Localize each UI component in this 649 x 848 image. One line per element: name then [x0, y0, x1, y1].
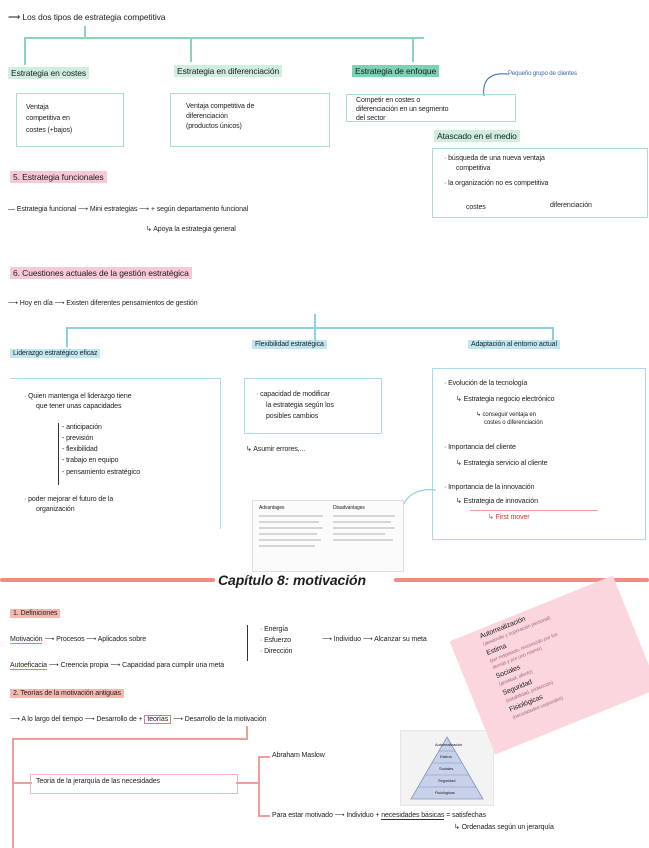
return-arrow-icon: ↳ [488, 514, 496, 521]
lid-item1: anticipación [66, 424, 102, 431]
estrategia-diferenciacion-label: Estrategia en diferenciación [174, 65, 282, 77]
s5-depto: según departamento funcional [157, 206, 248, 213]
adaptacion-label: Adaptación al entorno actual [468, 340, 560, 349]
lid-intro2: que tener unas capacidades [36, 403, 121, 412]
def-esfuerzo: Esfuerzo [264, 637, 291, 644]
return-arrow-icon: ↳ [454, 824, 462, 831]
connector-arrow-icon [400, 486, 440, 506]
section6-title: 6. Cuestiones actuales de la gestión est… [10, 267, 192, 279]
s6-existen: Existen diferentes pensamientos de gesti… [66, 300, 197, 307]
flex-line3: posibles cambios [266, 413, 318, 422]
lid-item5: pensamiento estratégico [66, 469, 140, 476]
pyr-3: Sociales [439, 766, 453, 771]
enf-line2: diferenciación en un segmento [356, 106, 448, 115]
estrategia-costes-label: Estrategia en costes [8, 67, 89, 79]
dif-line3: (productos únicos) [186, 123, 242, 132]
s2-alolargo: A lo largo del tiempo [21, 716, 82, 723]
enf-line3: del sector [356, 115, 385, 124]
adaptacion-box [432, 368, 646, 540]
pequeno-grupo-note: Pequeño grupo de clientes [508, 71, 577, 78]
section2-title: 2. Teorías de la motivación antiguas [10, 689, 124, 698]
lid-item3: flexibilidad [66, 446, 98, 453]
s5-mini: Mini estrategias [90, 206, 137, 213]
adapt-client: Importancia del cliente [448, 444, 516, 451]
s2-satisfechas: satisfechas [452, 812, 486, 819]
s2-individuo: Individuo [346, 812, 373, 819]
def-energia: Energía [264, 626, 288, 633]
pink-sticky-note: Autorrealización (desarrollo y superació… [450, 575, 649, 754]
atascado-label: Atascado en el medio [434, 130, 520, 142]
adapt-client-sub: Estrategia servicio al cliente [464, 460, 548, 467]
defs-title: 1. Definiciones [10, 609, 60, 618]
pyr-2: Estima [440, 754, 452, 759]
def-aplicados: Aplicados sobre [98, 636, 146, 643]
s2-teorias: teorías [144, 715, 171, 724]
arrow-right-icon: ⟶ [8, 12, 22, 22]
atascado-b1b: competitiva [456, 165, 490, 174]
chapter-title: Capítulo 8: motivación [218, 572, 366, 588]
def-capacidad: Capacidad para cumplir una meta [122, 662, 224, 669]
s5-apoya: Apoya la estrategia general [153, 226, 236, 233]
adapt-tech-sub2b: costes o diferenciación [484, 420, 543, 427]
dif-line1: Ventaja competitiva de [186, 103, 254, 112]
tree-line [24, 37, 424, 39]
costes-line3: costes (+bajos) [26, 127, 72, 136]
table-col1: Advantages [259, 505, 284, 512]
costes-line2: competitiva en [26, 115, 70, 124]
atascado-b2: la organización no es competitiva [448, 180, 548, 187]
estrategia-enfoque-label: Estrategia de enfoque [352, 65, 439, 77]
s2-desarrollo: Desarrollo de [96, 716, 136, 723]
flex-asumir: Asumir errores,... [253, 446, 305, 453]
lid-extra1: poder mejorar el futuro de la [28, 496, 113, 503]
lid-item2: previsión [66, 435, 93, 442]
adapt-tech: Evolución de la tecnología [448, 380, 527, 387]
s2-jerarquia: Teoría de la jerarquía de las necesidade… [36, 778, 160, 787]
def-meta: Alcanzar su meta [374, 636, 426, 643]
s2-necesidades: necesidades básicas [381, 812, 444, 820]
def-motivacion: Motivación [10, 636, 42, 644]
pyr-5: Fisiológicas [435, 790, 455, 795]
atascado-costes: costes [466, 204, 486, 213]
costes-line1: Ventaja [26, 104, 49, 113]
def-creencia: Creencia propia [61, 662, 109, 669]
lid-extra2: organización [36, 506, 75, 515]
return-arrow-icon: ↳ [456, 460, 464, 467]
adapt-tech-sub2a: conseguir ventaja en [483, 412, 536, 418]
def-procesos: Procesos [56, 636, 84, 643]
flex-line2: la estrategia según los [266, 402, 334, 411]
def-direccion: Dirección [264, 648, 292, 655]
lid-intro1: Quien mantenga el liderazgo tiene [28, 393, 131, 400]
return-arrow-icon: ↳ [456, 396, 464, 403]
adapt-innov: Importancia de la innovación [448, 484, 534, 491]
def-autoeficacia: Autoeficacia [10, 662, 47, 670]
lid-item4: trabajo en equipo [66, 457, 118, 464]
s2-maslow: Abraham Maslow [272, 752, 325, 761]
adapt-first-mover: First mover [496, 514, 530, 521]
s2-desarrollo-mot: Desarrollo de la motivación [185, 716, 267, 723]
adapt-tech-sub: Estrategia negocio electrónico [464, 396, 555, 403]
atascado-b1: búsqueda de una nueva ventaja [448, 155, 545, 162]
adapt-innov-sub: Estrategia de innovación [464, 498, 538, 505]
table-col2: Disadvantages [333, 505, 365, 512]
enf-line1: Competir en costes o [356, 97, 420, 106]
def-individuo: Individuo [334, 636, 361, 643]
return-arrow-icon: ↳ [456, 498, 464, 505]
chapter-rule-left [0, 578, 215, 582]
section5-title: 5. Estrategia funcionales [10, 171, 107, 183]
pyr-4: Seguridad [438, 778, 455, 783]
top-title: Los dos tipos de estrategia competitiva [22, 12, 165, 22]
dif-line2: diferenciación [186, 113, 228, 122]
liderazgo-label: Liderazgo estratégico eficaz [10, 349, 100, 358]
flexibilidad-label: Flexibilidad estratégica [252, 340, 327, 349]
advantages-table-image: Advantages Disadvantages [252, 500, 404, 572]
flex-line1: capacidad de modificar [260, 391, 330, 398]
s6-hoy: Hoy en día [20, 300, 53, 307]
atascado-diferenciacion: diferenciación [550, 202, 592, 211]
pyr-1: Autorrealización [435, 742, 462, 747]
s2-estar: Para estar motivado [272, 812, 333, 819]
s2-ordenadas: Ordenadas según un jerarquía [462, 824, 554, 831]
maslow-pyramid-image: Autorrealización Estima Sociales Segurid… [400, 730, 494, 806]
s5-funcional: Estrategia funcional [17, 206, 76, 213]
